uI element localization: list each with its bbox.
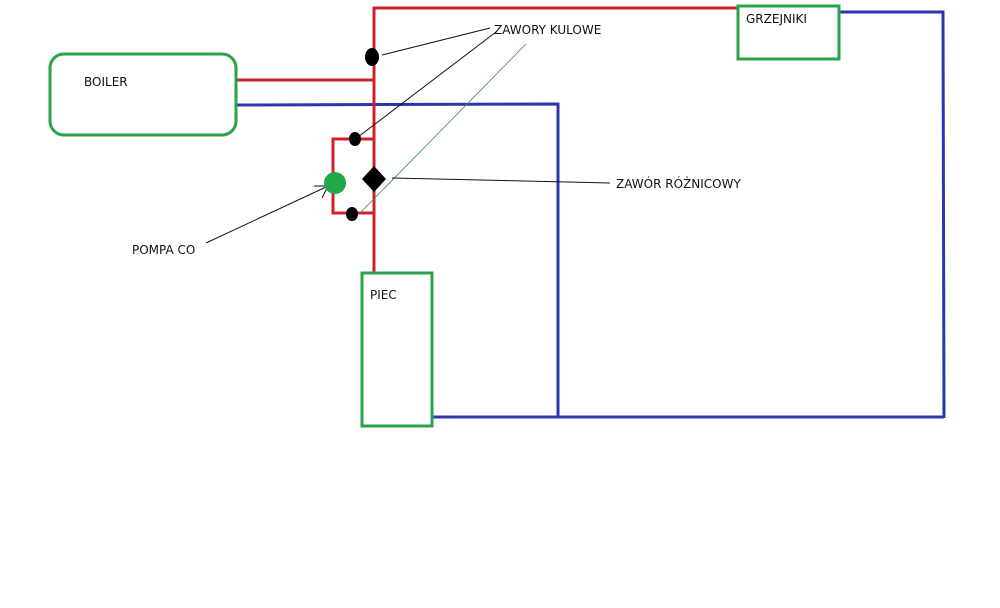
guide-valve-bottom: [359, 43, 527, 214]
grzejniki-box: [736, 4, 841, 61]
leader-valve-top: [381, 27, 491, 56]
pump-circle: [324, 172, 346, 194]
ball-valve-middle: [349, 132, 361, 146]
supply-pipe-main: [372, 6, 738, 272]
piec-box: [360, 271, 434, 428]
return-pipe-boiler: [234, 102, 560, 416]
leader-pompa: [205, 186, 327, 244]
ball-valve-bottom: [346, 207, 358, 221]
return-pipes: [234, 10, 946, 419]
piec-label: PIEC: [370, 288, 397, 302]
differential-valve: [362, 166, 386, 192]
return-pipe-grzejniki: [838, 10, 946, 419]
boiler-box: [48, 52, 238, 137]
zawory-kulowe-label: ZAWORY KULOWE: [494, 23, 601, 37]
leader-lines: [205, 27, 611, 244]
leader-zawor-roznicowy: [391, 177, 611, 184]
boiler-label: BOILER: [84, 75, 128, 89]
leader-valve-middle: [357, 31, 497, 138]
pompa-co-label: POMPA CO: [132, 243, 195, 257]
grzejniki-label: GRZEJNIKI: [746, 12, 807, 26]
ball-valve-top: [365, 48, 379, 66]
supply-pipes: [235, 6, 738, 272]
zawor-roznicowy-label: ZAWÓR RÓŻNICOWY: [616, 176, 741, 191]
